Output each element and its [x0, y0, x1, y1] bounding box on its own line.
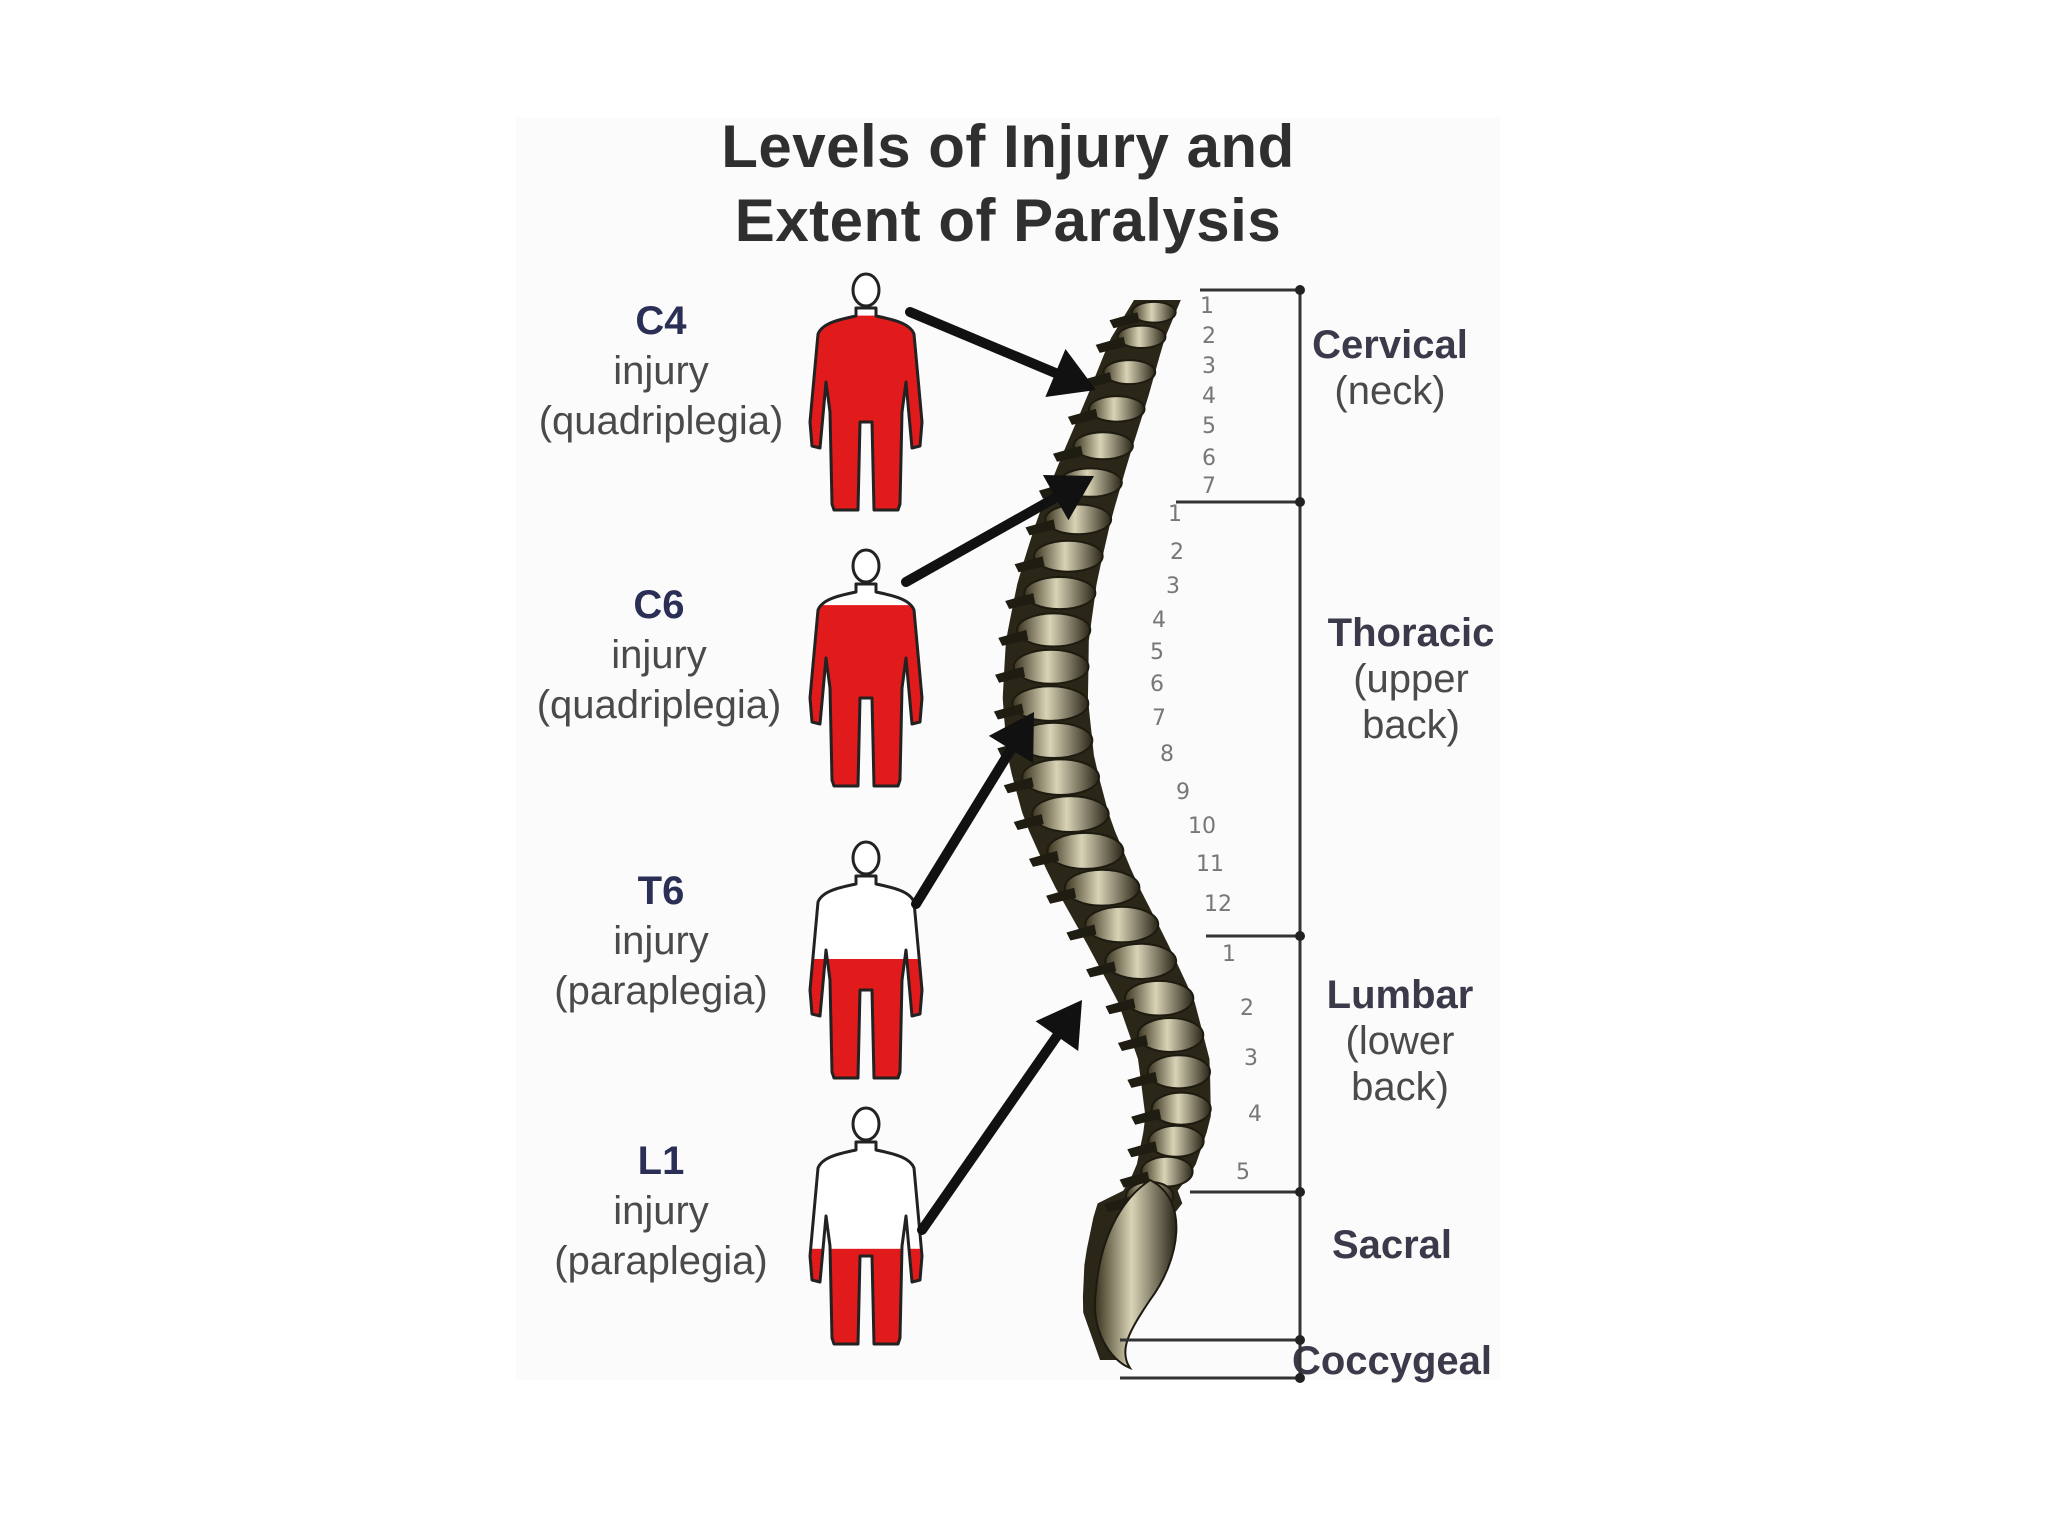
vertebra — [1148, 1126, 1203, 1157]
vertebra — [1047, 833, 1123, 869]
vertebra — [1152, 1093, 1211, 1125]
body-figures — [796, 274, 936, 1509]
bracket-node — [1295, 1373, 1305, 1383]
bracket-node — [1295, 285, 1305, 295]
vertebra — [1045, 504, 1111, 534]
vertebra — [1105, 944, 1176, 979]
vertebra — [1017, 613, 1090, 646]
vertebra — [1125, 981, 1193, 1016]
vertebra — [1024, 577, 1095, 609]
vertebra — [1138, 1018, 1204, 1052]
body-figure-c6 — [796, 550, 936, 865]
bracket-node — [1295, 497, 1305, 507]
arrow-l1 — [922, 1000, 1082, 1230]
vertebra — [1065, 870, 1140, 906]
vertebra — [1032, 796, 1109, 832]
arrow-c4 — [910, 312, 1096, 397]
vertebra — [1022, 759, 1099, 795]
arrow-t6 — [916, 712, 1034, 904]
body-figure-l1 — [796, 1108, 936, 1509]
bracket-node — [1295, 1335, 1305, 1345]
spine-illustration — [994, 300, 1211, 1368]
vertebra — [1034, 541, 1103, 572]
vertebra — [1014, 650, 1089, 684]
bracket-node — [1295, 1187, 1305, 1197]
vertebra — [1012, 686, 1088, 721]
vertebra — [1085, 907, 1158, 943]
bracket-node — [1295, 931, 1305, 941]
vertebra — [1148, 1055, 1210, 1088]
